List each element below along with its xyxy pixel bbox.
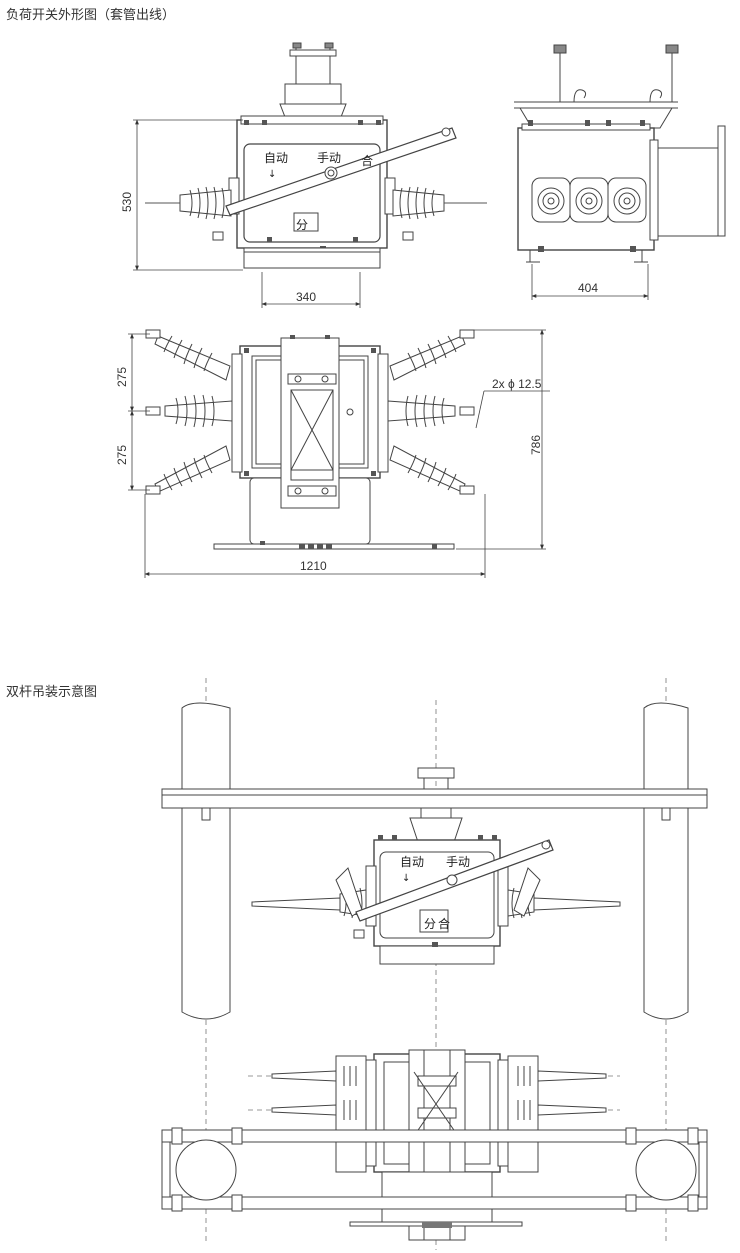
top-base-plate <box>213 543 455 550</box>
install-crossarm-lower-rear <box>161 1196 708 1210</box>
front-right-bushing <box>392 186 487 220</box>
install-label-close: 合 <box>438 916 450 931</box>
front-base <box>243 247 381 269</box>
top-left-bushings <box>145 329 233 495</box>
front-left-bushing <box>145 186 232 220</box>
dim-pitch-275-upper: 275 <box>115 367 129 387</box>
front-operating-handle <box>225 127 457 216</box>
outline-caption: 负荷开关外形图（套管出线） <box>6 8 176 23</box>
front-label-manual: 手动 <box>317 151 341 165</box>
install-left-pole-upper <box>181 702 231 1020</box>
install-right-pole-section <box>635 1139 697 1201</box>
install-lower-bushings <box>271 1066 607 1120</box>
install-right-pole-upper <box>643 702 689 1020</box>
dim-mounting-holes: 2x ϕ 12.5 <box>492 377 542 391</box>
top-right-bushings <box>387 329 475 495</box>
side-lifting-hooks <box>514 44 679 109</box>
front-arrow-down: ↓ <box>268 169 276 180</box>
front-indicator-window <box>293 212 319 232</box>
install-label-manual: 手动 <box>446 855 470 869</box>
install-operating-handle <box>355 839 554 922</box>
install-crossarm-upper <box>161 788 708 809</box>
top-view <box>145 329 475 550</box>
install-label-auto: 自动 <box>400 855 424 869</box>
side-dimensions <box>531 264 649 300</box>
dim-base-340: 340 <box>296 290 316 304</box>
install-left-pole-section <box>175 1139 237 1201</box>
install-view <box>161 678 708 1250</box>
front-label-close: 合 <box>361 153 373 168</box>
side-view <box>514 44 726 263</box>
dim-span-1210: 1210 <box>300 559 327 573</box>
front-label-open: 分 <box>296 218 308 232</box>
dim-depth-786: 786 <box>529 435 543 455</box>
dim-pitch-275-lower: 275 <box>115 445 129 465</box>
top-dimensions <box>128 329 550 578</box>
install-caption: 双杆吊装示意图 <box>6 685 98 700</box>
front-dimensions <box>133 119 361 308</box>
side-mechanism-box <box>655 147 719 237</box>
dim-width-404: 404 <box>578 281 598 295</box>
dim-height-530: 530 <box>120 192 134 212</box>
front-view <box>145 42 487 269</box>
install-crossarm-lower-front <box>161 1129 708 1143</box>
side-bushing-ports <box>531 177 647 223</box>
install-arrow-down: ↓ <box>402 873 410 884</box>
install-label-open: 分 <box>424 917 436 931</box>
front-label-auto: 自动 <box>264 151 288 165</box>
